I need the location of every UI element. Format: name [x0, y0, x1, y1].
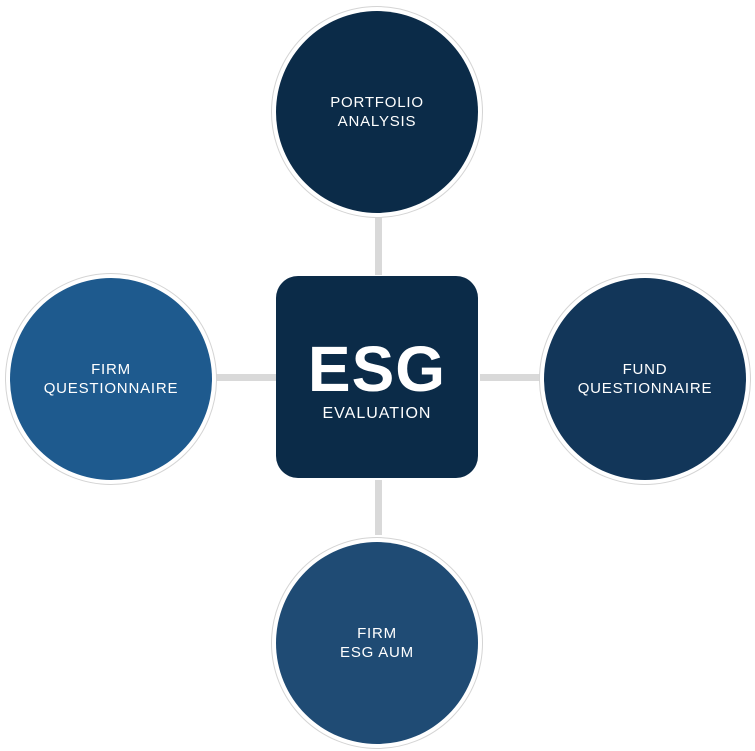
node-firm-questionnaire: FIRM QUESTIONNAIRE: [5, 273, 217, 485]
node-fund-questionnaire-fill: FUND QUESTIONNAIRE: [544, 278, 746, 480]
node-fund-questionnaire: FUND QUESTIONNAIRE: [539, 273, 751, 485]
center-title: ESG: [307, 333, 447, 405]
node-fund-questionnaire-line2: QUESTIONNAIRE: [577, 380, 713, 397]
center-esg-evaluation: ESG EVALUATION: [276, 276, 478, 478]
center-subtitle: EVALUATION: [322, 405, 432, 422]
connector-bottom: [375, 480, 382, 535]
node-firm-questionnaire-line1: FIRM: [91, 361, 131, 378]
node-firm-esg-aum: FIRM ESG AUM: [271, 537, 483, 749]
node-fund-questionnaire-line1: FUND: [622, 361, 668, 378]
node-firm-esg-aum-line2: ESG AUM: [340, 644, 414, 661]
node-firm-questionnaire-fill: FIRM QUESTIONNAIRE: [10, 278, 212, 480]
node-portfolio-analysis-line2: ANALYSIS: [337, 113, 417, 130]
connector-right: [480, 374, 540, 381]
node-portfolio-analysis: PORTFOLIO ANALYSIS: [271, 6, 483, 218]
node-firm-esg-aum-fill: FIRM ESG AUM: [276, 542, 478, 744]
node-portfolio-analysis-line1: PORTFOLIO: [330, 94, 424, 111]
node-portfolio-analysis-fill: PORTFOLIO ANALYSIS: [276, 11, 478, 213]
node-firm-esg-aum-line1: FIRM: [357, 625, 397, 642]
connector-left: [216, 374, 276, 381]
node-firm-questionnaire-line2: QUESTIONNAIRE: [43, 380, 179, 397]
connector-top: [375, 215, 382, 275]
